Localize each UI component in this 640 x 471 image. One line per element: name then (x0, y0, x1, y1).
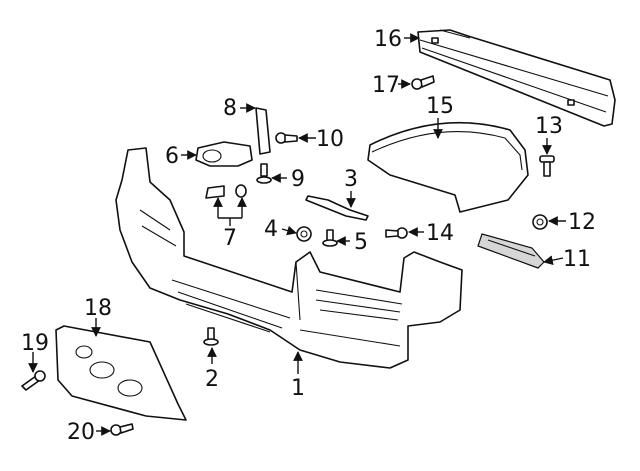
callout-20: 20 (67, 420, 95, 445)
part-5-bolt[interactable] (322, 229, 338, 247)
part-16-reinforcement-bar[interactable] (417, 29, 616, 127)
part-10-bolt[interactable] (275, 132, 298, 144)
callout-1: 1 (291, 376, 305, 401)
callout-labels: 1 2 3 4 5 6 7 8 9 10 11 12 13 14 15 16 1… (21, 27, 596, 445)
callout-15: 15 (426, 94, 454, 119)
part-20-bolt[interactable] (110, 423, 134, 436)
callout-9: 9 (291, 167, 305, 192)
callout-7: 7 (223, 226, 237, 251)
callout-8: 8 (223, 96, 237, 121)
part-11-bracket-strip[interactable] (477, 233, 545, 269)
part-4-nut[interactable] (296, 226, 312, 242)
callout-12: 12 (568, 210, 596, 235)
leader-lines (28, 33, 566, 436)
callout-11: 11 (563, 247, 591, 272)
part-12-nut[interactable] (532, 214, 548, 230)
callout-17: 17 (372, 73, 400, 98)
part-2-bolt[interactable] (203, 327, 219, 346)
part-17-bolt[interactable] (411, 75, 435, 90)
callout-5: 5 (354, 230, 368, 255)
part-8-bracket[interactable] (255, 107, 271, 155)
callout-3: 3 (344, 167, 358, 192)
part-9-bolt[interactable] (256, 163, 272, 184)
callout-13: 13 (535, 114, 563, 139)
callout-18: 18 (84, 296, 112, 321)
part-3-bracket[interactable] (305, 195, 369, 221)
callout-19: 19 (21, 331, 49, 356)
callout-6: 6 (165, 144, 179, 169)
part-19-bolt[interactable] (21, 370, 46, 391)
part-13-push-pin[interactable] (539, 155, 555, 177)
callout-14: 14 (426, 221, 454, 246)
part-14-bolt[interactable] (385, 227, 408, 239)
part-18-license-bracket[interactable] (55, 325, 187, 421)
callout-2: 2 (205, 367, 219, 392)
part-1-bumper-cover[interactable] (115, 147, 463, 369)
part-6-sensor-bracket[interactable] (195, 141, 253, 167)
part-7-clips[interactable] (205, 184, 247, 199)
callout-16: 16 (374, 27, 402, 52)
part-15-cover-panel[interactable] (367, 121, 529, 213)
callout-4: 4 (264, 217, 278, 242)
callout-10: 10 (316, 127, 344, 152)
